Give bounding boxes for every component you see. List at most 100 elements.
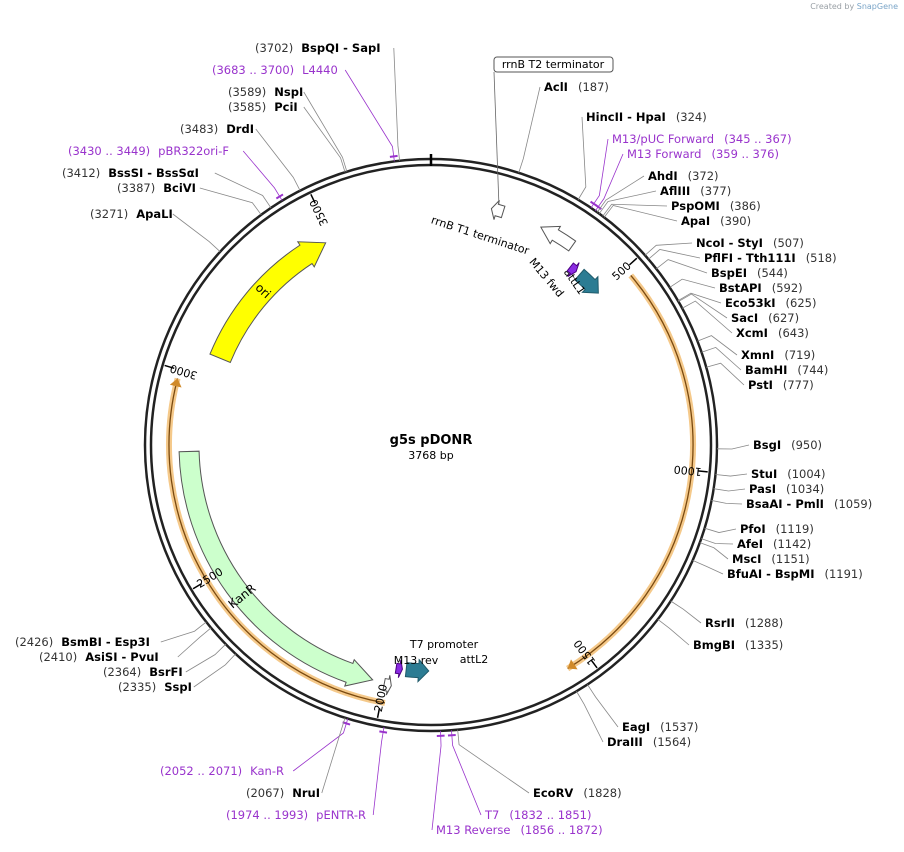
site-position: (377)	[700, 184, 731, 198]
site-draIII[interactable]: DraIII(1564)	[576, 691, 691, 749]
site-position: (1059)	[834, 497, 872, 511]
site-label: MscI(1151)	[732, 552, 810, 566]
site-pciI[interactable]: (3585)PciI	[228, 100, 346, 173]
site-label: (3412)BssSI - BssSαI	[62, 166, 199, 180]
site-aclI[interactable]: AclI(187)	[518, 80, 609, 173]
site-ncoI[interactable]: NcoI - StyI(507)	[644, 236, 804, 256]
site-bsrFI[interactable]: (2364)BsrFI	[103, 643, 227, 679]
site-position: (2335)	[118, 680, 156, 694]
site-drdI[interactable]: (3483)DrdI	[180, 122, 301, 191]
site-label: PfoI(1119)	[740, 522, 814, 536]
site-sacI[interactable]: SacI(627)	[678, 293, 799, 325]
site-bciVI[interactable]: (3387)BciVI	[117, 181, 262, 216]
site-position: (1832 .. 1851)	[509, 808, 591, 822]
feature-ori[interactable]	[209, 241, 327, 364]
site-position: (1288)	[745, 616, 783, 630]
feature-m13rev[interactable]	[394, 659, 403, 678]
site-afeI[interactable]: AfeI(1142)	[701, 537, 811, 551]
site-pasI[interactable]: PasI(1034)	[713, 482, 825, 496]
site-pfoI[interactable]: PfoI(1119)	[704, 522, 814, 536]
site-name: PspOMI	[671, 199, 720, 213]
site-label: M13 Forward(359 .. 376)	[627, 147, 779, 161]
site-bamHI[interactable]: BamHI(744)	[701, 346, 829, 377]
site-bspMI[interactable]: BfuAI - BspMI(1191)	[692, 560, 863, 581]
feature-rrnB_T1[interactable]	[539, 225, 577, 252]
site-mscI[interactable]: MscI(1151)	[699, 542, 810, 566]
site-sspI[interactable]: (2335)SspI	[118, 653, 236, 694]
site-pmlI[interactable]: BsaAI - PmlI(1059)	[711, 497, 873, 511]
site-bmgBI[interactable]: BmgBI(1335)	[657, 618, 784, 652]
site-xcmI[interactable]: XcmI(643)	[681, 300, 809, 340]
site-leader	[699, 542, 729, 560]
site-name: PfoI	[740, 522, 766, 536]
site-position: (2426)	[15, 635, 53, 649]
site-leader	[518, 86, 541, 173]
tick-label: 500	[610, 259, 634, 283]
site-l4440[interactable]: (3683 .. 3700)L4440	[212, 63, 398, 162]
site-hpaI[interactable]: HincII - HpaI(324)	[577, 110, 707, 200]
site-sapI[interactable]: (3702)BspQI - SapI	[255, 41, 400, 161]
site-xmnI[interactable]: XmnI(719)	[697, 335, 815, 362]
site-m13puc[interactable]: M13/pUC Forward(345 .. 367)	[589, 132, 792, 209]
orange-arc-head	[169, 378, 182, 388]
site-pbr322[interactable]: (3430 .. 3449)pBR322ori-F	[68, 144, 284, 201]
site-bsmBI[interactable]: (2426)BsmBI - Esp3I	[15, 621, 207, 649]
site-leader	[669, 278, 716, 289]
feature-attL1[interactable]	[574, 268, 599, 294]
site-rsrII[interactable]: RsrII(1288)	[670, 600, 783, 630]
feature-kanr[interactable]	[178, 450, 374, 687]
site-bssSI[interactable]: (3412)BssSI - BssSαI	[62, 166, 272, 209]
site-eagI[interactable]: EagI(1537)	[587, 684, 698, 734]
site-bstAPI[interactable]: BstAPI(592)	[669, 278, 803, 295]
feature-attL2[interactable]	[404, 658, 430, 683]
site-label: SacI(627)	[731, 311, 799, 325]
tick-mark	[192, 582, 203, 590]
site-position: (3412)	[62, 166, 100, 180]
site-pspOMI[interactable]: PspOMI(386)	[602, 199, 761, 217]
site-label: BsaAI - PmlI(1059)	[746, 497, 872, 511]
feature-m13fwd[interactable]	[566, 262, 580, 277]
site-pflFI[interactable]: PflFI - Tth111I(518)	[648, 249, 837, 265]
site-leader	[596, 175, 645, 213]
site-ahdI[interactable]: AhdI(372)	[596, 169, 719, 213]
site-eco53kI[interactable]: Eco53kI(625)	[677, 292, 817, 310]
site-pentr[interactable]: (1974 .. 1993)pENTR-R	[226, 727, 388, 822]
site-bspEI[interactable]: BspEI(544)	[656, 259, 788, 280]
site-label: (2364)BsrFI	[103, 665, 183, 679]
site-name: ApaLI	[136, 207, 173, 221]
site-apaI[interactable]: ApaI(390)	[603, 204, 751, 228]
site-kanR_p[interactable]: (2052 .. 2071)Kan-R	[160, 718, 351, 778]
site-label: BsgI(950)	[753, 438, 822, 452]
site-position: (372)	[688, 169, 719, 183]
site-bsgI[interactable]: BsgI(950)	[716, 438, 822, 452]
site-position: (1004)	[787, 467, 825, 481]
site-apaLI[interactable]: (3271)ApaLI	[90, 207, 221, 253]
site-name: BfuAI - BspMI	[727, 567, 814, 581]
site-asiSI[interactable]: (2410)AsiSI - PvuI	[39, 627, 212, 664]
site-nspI[interactable]: (3589)NspI	[228, 85, 348, 172]
site-ecoRV[interactable]: EcoRV(1828)	[457, 729, 622, 800]
site-name: EcoRV	[533, 786, 573, 800]
site-layer: (3702)BspQI - SapI(3683 .. 3700)L4440(35…	[15, 41, 872, 837]
site-leader	[644, 242, 693, 256]
tick-label: 3500	[307, 197, 331, 228]
site-pstI[interactable]: PstI(777)	[706, 362, 814, 392]
site-m13r[interactable]: M13 Reverse(1856 .. 1872)	[431, 730, 603, 837]
site-name: HincII - HpaI	[586, 110, 666, 124]
site-nruI[interactable]: (2067)NruI	[246, 717, 346, 800]
site-label: BamHI(744)	[745, 363, 828, 377]
site-t7[interactable]: T7(1832 .. 1851)	[447, 730, 592, 822]
site-position: (625)	[786, 296, 817, 310]
site-leader	[255, 128, 301, 191]
site-leader	[648, 249, 701, 260]
site-leader	[177, 627, 212, 658]
feature-rrnB_T2[interactable]	[490, 200, 506, 220]
site-name: MscI	[732, 552, 761, 566]
site-leader	[603, 204, 678, 222]
feature-t7prom[interactable]	[382, 675, 392, 696]
site-stuI[interactable]: StuI(1004)	[715, 467, 826, 481]
site-m13f[interactable]: M13 Forward(359 .. 376)	[594, 147, 779, 212]
site-position: (1142)	[773, 537, 811, 551]
site-aflIII[interactable]: AflIII(377)	[598, 184, 731, 214]
tick-mark	[697, 470, 708, 473]
